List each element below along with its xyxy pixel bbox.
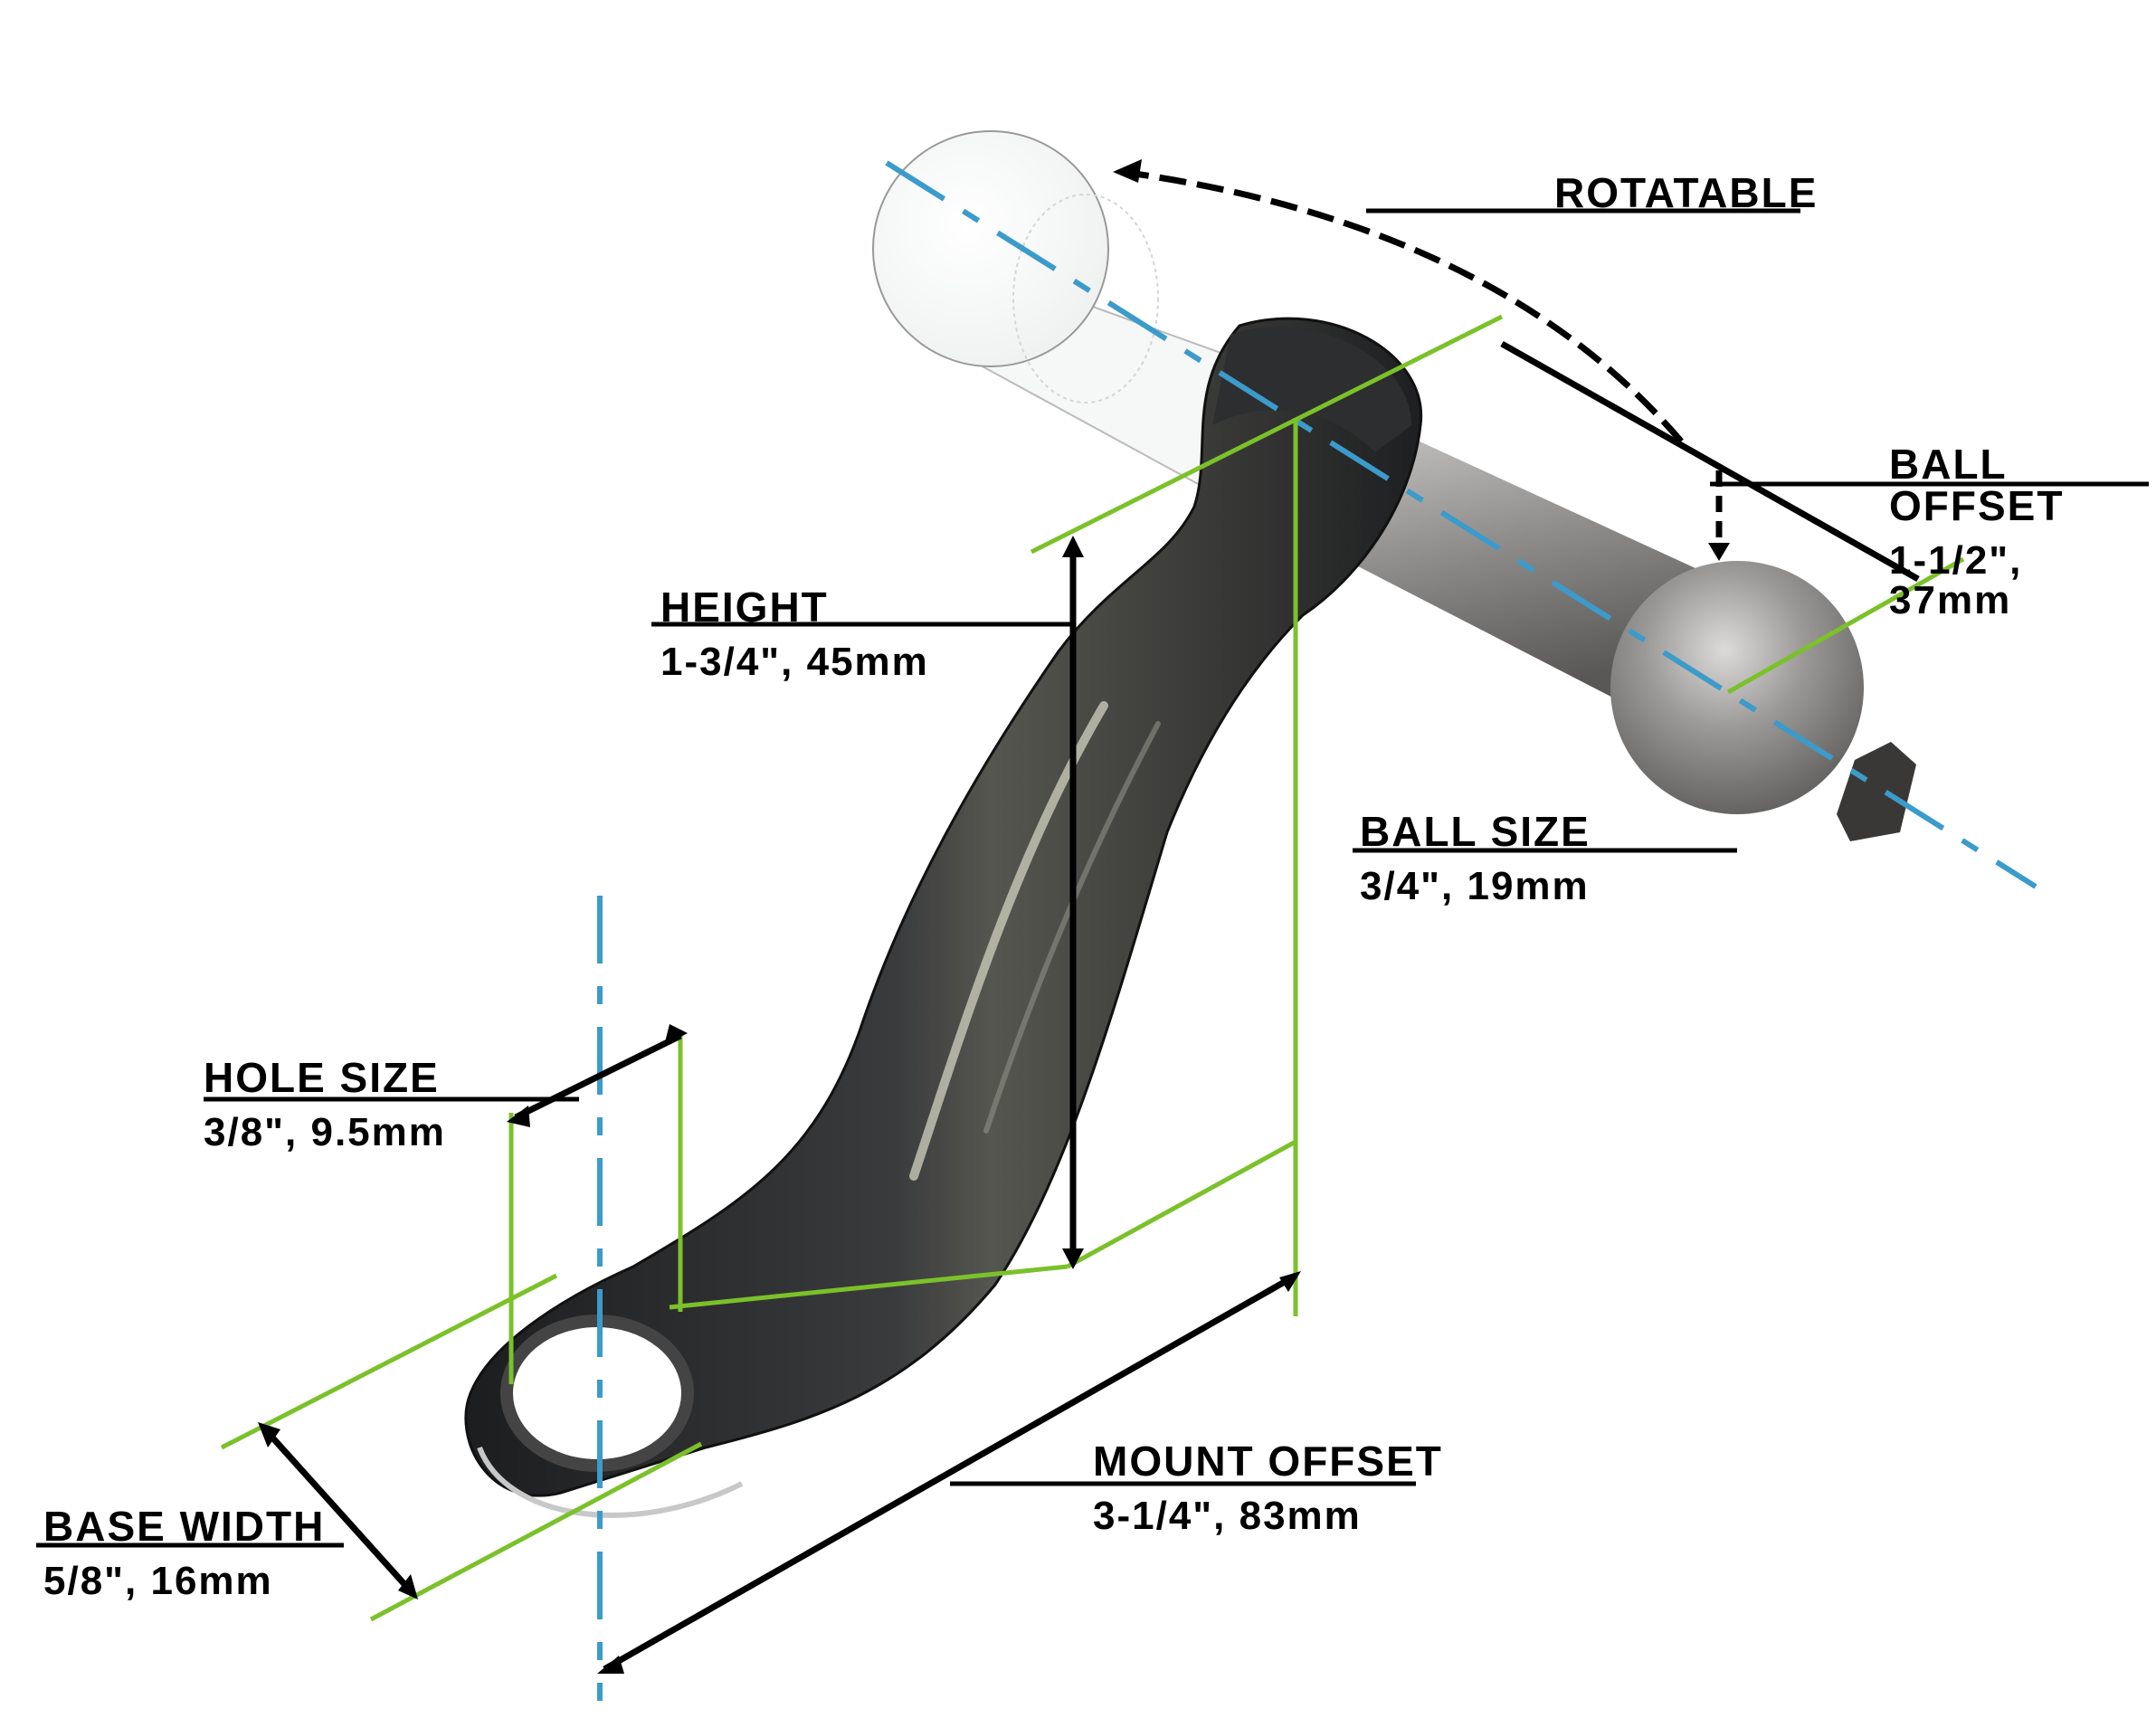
base-width-value: 5/8", 16mm [43, 1559, 273, 1603]
hole-size-title: HOLE SIZE [204, 1054, 440, 1101]
arrowheads [258, 159, 1730, 1674]
label-hole-size: HOLE SIZE 3/8", 9.5mm [204, 1057, 446, 1153]
ball-offset-title: BALL OFFSET [1889, 441, 2065, 529]
label-rotatable: ROTATABLE [1554, 172, 1818, 219]
ball-offset-value: 1-1/2", 37mm [1889, 538, 2023, 622]
mount-offset-value: 3-1/4", 83mm [1093, 1494, 1362, 1538]
ball [1610, 561, 1916, 841]
base-width-title: BASE WIDTH [43, 1503, 326, 1550]
ball-size-value: 3/4", 19mm [1360, 864, 1590, 908]
label-base-width: BASE WIDTH 5/8", 16mm [43, 1505, 325, 1601]
extension-lines [220, 314, 1965, 1622]
centerlines [597, 160, 2037, 1701]
mount-offset-title: MOUNT OFFSET [1093, 1438, 1443, 1485]
ball-size-title: BALL SIZE [1360, 808, 1591, 855]
label-mount-offset: MOUNT OFFSET 3-1/4", 83mm [1093, 1440, 1443, 1536]
label-ball-offset: BALL OFFSET 1-1/2", 37mm [1889, 443, 2156, 621]
rotatable-title: ROTATABLE [1554, 169, 1819, 216]
dimension-lines [262, 168, 1920, 1673]
hole-size-value: 3/8", 9.5mm [204, 1110, 446, 1154]
height-title: HEIGHT [660, 584, 829, 631]
label-ball-size: BALL SIZE 3/4", 19mm [1360, 811, 1591, 906]
mount-arm [464, 317, 1423, 1518]
label-height: HEIGHT 1-3/4", 45mm [660, 586, 929, 682]
height-value: 1-3/4", 45mm [660, 640, 929, 684]
leader-lines [36, 208, 2149, 1548]
